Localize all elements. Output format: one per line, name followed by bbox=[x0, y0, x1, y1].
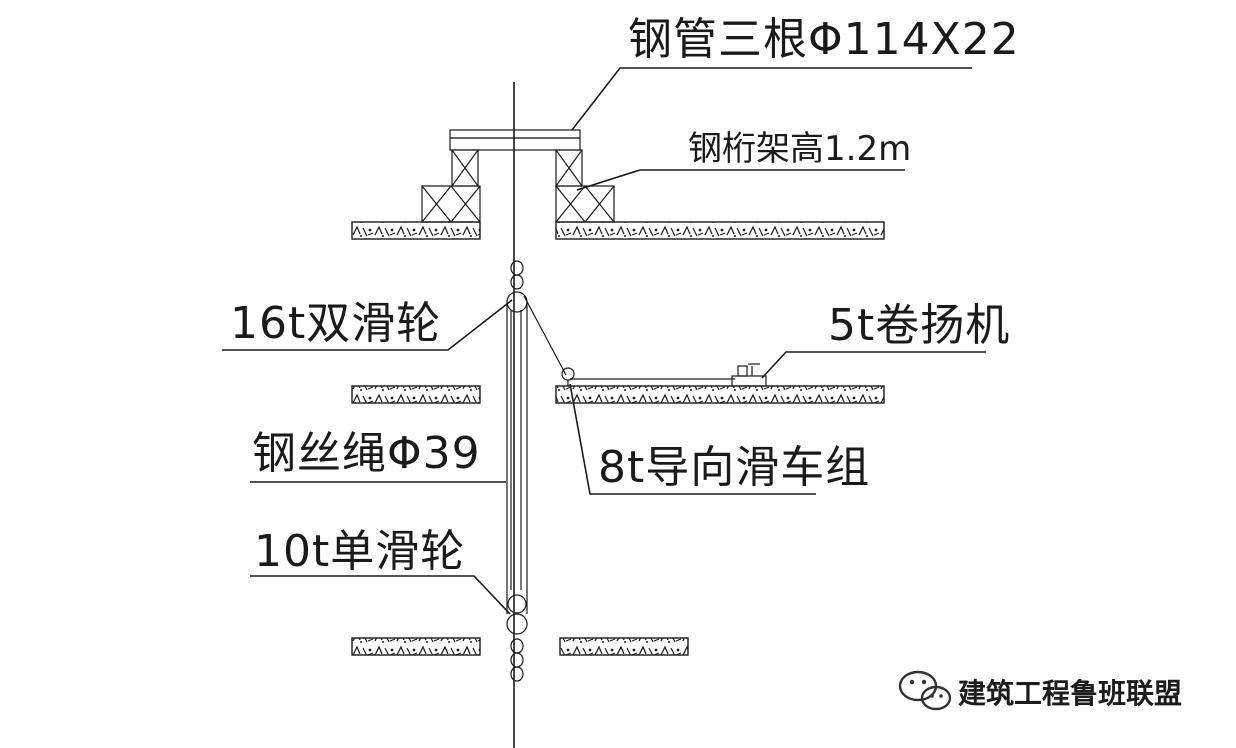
top-slab-left bbox=[351, 221, 481, 240]
mid-slab-left bbox=[351, 385, 481, 404]
leader-guide-pulley bbox=[569, 383, 816, 495]
guide-pulley-set bbox=[561, 367, 735, 386]
label-truss-height: 钢桁架高1.2m bbox=[688, 129, 911, 169]
bottom-slab-right bbox=[559, 637, 689, 656]
label-single-pulley: 10t单滑轮 bbox=[254, 526, 465, 577]
leader-truss bbox=[576, 169, 905, 191]
label-guide-pulley: 8t导向滑车组 bbox=[598, 442, 870, 493]
watermark: 建筑工程鲁班联盟 bbox=[898, 670, 1182, 711]
leader-winch bbox=[761, 351, 986, 379]
top-slab-right bbox=[555, 221, 885, 240]
leader-double-pulley bbox=[222, 299, 513, 351]
leader-single-pulley bbox=[250, 575, 511, 615]
leader-steel-pipes bbox=[571, 67, 972, 131]
mid-slab-right bbox=[555, 385, 885, 404]
steel-truss bbox=[421, 129, 615, 223]
label-steel-pipes: 钢管三根Φ114X22 bbox=[628, 14, 1020, 65]
label-double-pulley: 16t双滑轮 bbox=[230, 298, 441, 349]
watermark-text: 建筑工程鲁班联盟 bbox=[958, 677, 1182, 710]
label-wire-rope: 钢丝绳Φ39 bbox=[252, 428, 481, 479]
bottom-slab-left bbox=[351, 637, 481, 656]
wechat-icon bbox=[898, 670, 952, 711]
label-winch: 5t卷扬机 bbox=[828, 300, 1010, 351]
pulley-assembly bbox=[506, 260, 567, 682]
winch-machine bbox=[731, 363, 767, 387]
